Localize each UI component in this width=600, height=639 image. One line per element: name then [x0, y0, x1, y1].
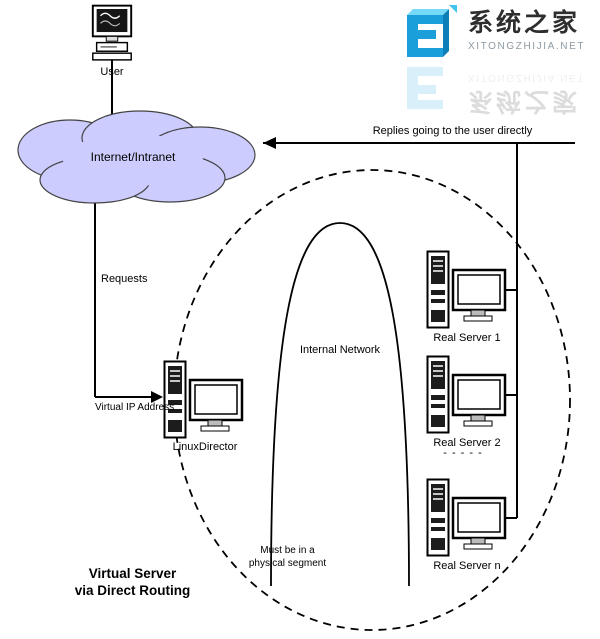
- connection-lines: [94, 60, 575, 519]
- site-logo: 系统之家 XITONGZHIJIA.NET: [398, 5, 598, 61]
- real-server-n-icon: [426, 478, 507, 557]
- logo-e-icon: [407, 5, 457, 57]
- internal-network-label: Internal Network: [299, 344, 381, 356]
- physical-segment-note: Must be in a physical segment: [248, 545, 327, 569]
- logo-title: 系统之家: [468, 9, 581, 37]
- real-server-2-label: Real Server 2: [433, 437, 501, 449]
- virtual-ip-annotation: Virtual IP Address: [95, 402, 175, 413]
- more-servers-ellipsis: - - - - -: [443, 447, 483, 459]
- replies-annotation: Replies going to the user directly: [372, 125, 533, 137]
- diagram-title: Virtual Server via Direct Routing: [74, 566, 191, 598]
- director-label: LinuxDirector: [172, 441, 238, 453]
- user-label: User: [100, 66, 124, 78]
- director-icon: [163, 360, 244, 439]
- logo-subtitle: XITONGZHIJIA.NET: [468, 41, 586, 52]
- cloud-core: [63, 134, 203, 186]
- internet-cloud: [17, 110, 256, 204]
- internal-network-arch: [270, 222, 410, 587]
- cloud-label: Internet/Intranet: [90, 150, 176, 164]
- real-server-2-icon: [426, 355, 507, 434]
- replies-arrowhead: [263, 137, 276, 149]
- requests-annotation: Requests: [101, 273, 148, 285]
- real-server-1-label: Real Server 1: [433, 332, 501, 344]
- user-computer-icon: [91, 4, 133, 61]
- real-server-n-label: Real Server n: [433, 560, 501, 572]
- requests-arrowhead: [151, 391, 163, 403]
- real-server-1-icon: [426, 250, 507, 329]
